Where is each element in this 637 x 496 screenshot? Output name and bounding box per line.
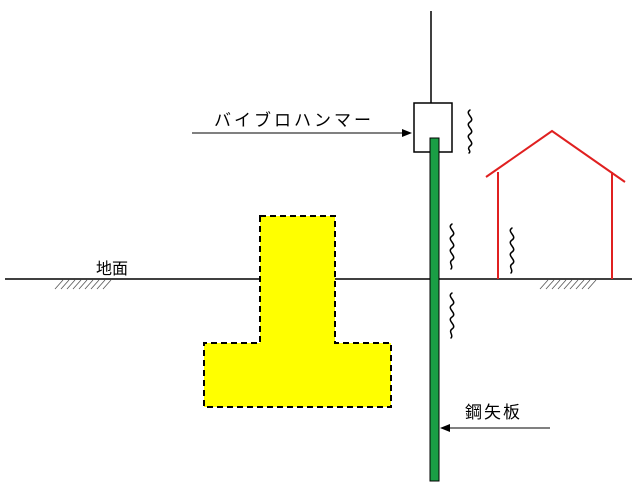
foundation-outline [203,215,392,408]
vibration-wave-pile-lower [449,292,455,339]
vibration-wave-hammer [467,109,473,154]
ground-hatch-left [54,279,112,290]
foundation-fill-base [204,343,391,407]
ground-label: 地面 [96,259,129,278]
vibration-marks [449,109,515,339]
ground-hatch-right [539,279,597,290]
vibro-hammer-label: バイブロハンマー [214,111,374,131]
house [485,129,626,279]
foundation-fill-stem [260,216,335,345]
steel-sheet-pile [429,137,440,482]
house-roof [485,129,626,183]
foundation [203,215,392,408]
steel-sheet-pile-label: 鋼矢板 [465,403,522,423]
vibration-wave-pile-upper [449,223,455,270]
vibration-wave-house [509,227,515,274]
